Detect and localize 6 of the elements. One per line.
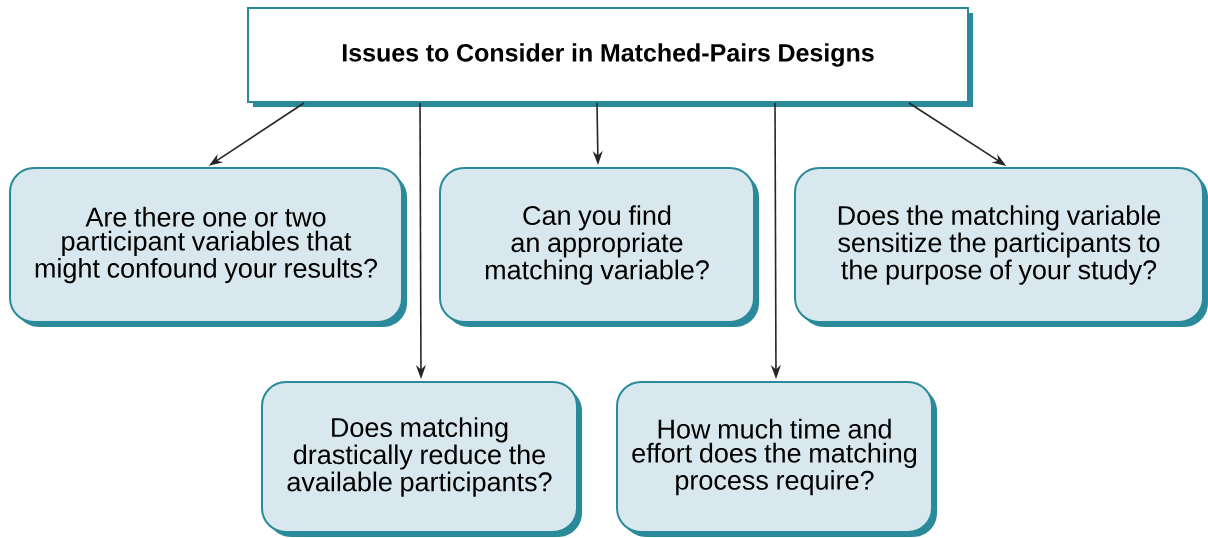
question-box: Are there one or two participant variables that might confound your results? (9, 167, 407, 327)
question-box: Does the matching variable sensitize the participants to the purpose of your study? (794, 167, 1208, 327)
title-box: Issues to Consider in Matched-Pairs Designs (247, 7, 973, 107)
question-box: How much time and effort does the matching process require? (616, 381, 937, 537)
question-box: Does matching drastically reduce the available participants? (261, 381, 582, 537)
question-box: Can you find an appropriate matching variable? (439, 167, 759, 327)
